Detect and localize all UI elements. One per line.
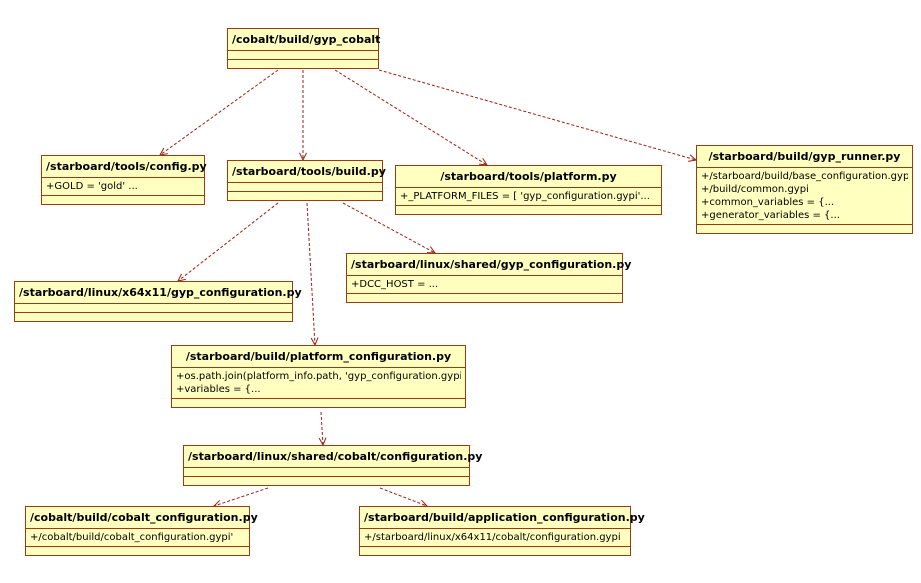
class-box-platform-configuration[interactable]: /starboard/build/platform_configuration.…	[171, 345, 466, 408]
class-operations	[42, 196, 204, 204]
class-attribute: +/starboard/build/base_configuration.gyp…	[701, 171, 908, 182]
class-operations	[228, 192, 382, 200]
class-attributes: +_PLATFORM_FILES = [ 'gyp_configuration.…	[396, 188, 661, 206]
class-box-platform[interactable]: /starboard/tools/platform.py +_PLATFORM_…	[395, 165, 662, 215]
class-box-gyp-cobalt[interactable]: /cobalt/build/gyp_cobalt	[227, 28, 380, 69]
class-attributes	[228, 51, 378, 60]
class-attributes	[184, 468, 469, 477]
class-attributes: +GOLD = 'gold' ...	[42, 178, 204, 196]
class-operations	[15, 313, 292, 321]
dependency-arrow-build-x64x11_gyp	[177, 202, 279, 282]
class-operations	[347, 294, 622, 302]
dependency-arrow-build-platform_config	[306, 202, 316, 346]
class-box-config[interactable]: /starboard/tools/config.py +GOLD = 'gold…	[41, 155, 207, 205]
dependency-arrow-platform_config-cobalt_config	[320, 411, 324, 446]
class-attribute: +/starboard/linux/x64x11/cobalt/configur…	[364, 532, 621, 543]
class-name: /starboard/build/gyp_runner.py	[697, 146, 912, 168]
class-operations	[697, 225, 912, 233]
class-name: /starboard/linux/shared/cobalt/configura…	[184, 446, 482, 468]
class-attributes	[228, 183, 382, 192]
class-attribute: +variables = {...	[176, 384, 261, 395]
class-operations	[396, 206, 661, 214]
class-operations	[360, 547, 630, 555]
dependency-arrow-cobalt_config-cobalt_build_config	[213, 487, 269, 507]
dependency-arrow-cobalt_config-app_config	[379, 487, 428, 507]
class-attribute: +DCC_HOST = ...	[351, 279, 439, 290]
class-attributes: +/starboard/build/base_configuration.gyp…	[697, 168, 912, 225]
class-attribute: +os.path.join(platform_info.path, 'gyp_c…	[176, 371, 461, 382]
dependency-arrow-gyp_cobalt-platform	[334, 69, 488, 166]
class-box-shared-gyp-configuration[interactable]: /starboard/linux/shared/gyp_configuratio…	[346, 253, 631, 303]
class-operations	[26, 547, 249, 555]
class-attributes	[15, 304, 292, 313]
class-box-gyp-runner[interactable]: /starboard/build/gyp_runner.py +/starboa…	[696, 145, 913, 234]
class-attribute: +/build/common.gypi	[701, 184, 809, 195]
class-name: /starboard/build/application_configurati…	[360, 507, 645, 529]
class-name: /cobalt/build/gyp_cobalt	[228, 29, 380, 51]
class-attribute: +common_variables = {...	[701, 197, 835, 208]
class-name: /starboard/linux/shared/gyp_configuratio…	[347, 254, 631, 276]
class-attribute: +GOLD = 'gold' ...	[46, 181, 138, 192]
class-name: /starboard/tools/platform.py	[396, 166, 661, 188]
class-operations	[172, 399, 465, 407]
class-attribute: +generator_variables = {...	[701, 210, 840, 221]
class-name: /cobalt/build/cobalt_configuration.py	[26, 507, 258, 529]
class-operations	[228, 60, 378, 68]
class-box-application-configuration[interactable]: /starboard/build/application_configurati…	[359, 506, 645, 556]
class-attribute: +/cobalt/build/cobalt_configuration.gypi…	[30, 532, 234, 543]
class-box-x64x11-gyp-configuration[interactable]: /starboard/linux/x64x11/gyp_configuratio…	[14, 281, 302, 322]
class-name: /starboard/tools/build.py	[228, 161, 386, 183]
class-attributes: +/cobalt/build/cobalt_configuration.gypi…	[26, 529, 249, 547]
class-name: /starboard/build/platform_configuration.…	[172, 346, 465, 368]
class-name: /starboard/linux/x64x11/gyp_configuratio…	[15, 282, 302, 304]
class-box-cobalt-configuration[interactable]: /starboard/linux/shared/cobalt/configura…	[183, 445, 482, 486]
class-operations	[184, 477, 469, 485]
class-box-cobalt-build-configuration[interactable]: /cobalt/build/cobalt_configuration.py +/…	[25, 506, 258, 556]
class-attribute: +_PLATFORM_FILES = [ 'gyp_configuration.…	[400, 191, 650, 202]
class-attributes: +os.path.join(platform_info.path, 'gyp_c…	[172, 368, 465, 399]
class-name: /starboard/tools/config.py	[42, 156, 207, 178]
class-attributes: +DCC_HOST = ...	[347, 276, 622, 294]
class-attributes: +/starboard/linux/x64x11/cobalt/configur…	[360, 529, 630, 547]
dependency-arrow-build-shared_gyp	[342, 202, 436, 254]
dependency-arrow-gyp_cobalt-gyp_runner	[378, 69, 697, 161]
class-box-build[interactable]: /starboard/tools/build.py	[227, 160, 386, 201]
dependency-arrow-gyp_cobalt-config	[159, 69, 279, 156]
arrowhead-gyp_cobalt-config	[159, 147, 168, 156]
arrowhead-gyp_cobalt-platform	[478, 157, 488, 166]
